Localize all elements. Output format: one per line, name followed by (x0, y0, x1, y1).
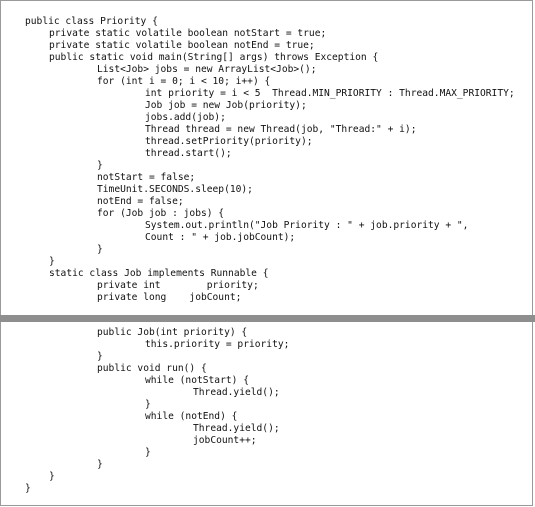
code-listing-top: public class Priority {private static vo… (0, 0, 533, 315)
code-line: for (Job job : jobs) { (97, 208, 225, 219)
code-line: Thread.yield(); (193, 387, 280, 398)
code-line: this.priority = priority; (145, 339, 290, 350)
code-line: static class Job implements Runnable { (49, 268, 269, 279)
code-line: public Job(int priority) { (97, 327, 248, 338)
code-line: for (int i = 0; i < 10; i++) { (97, 76, 271, 87)
code-line: private long jobCount; (97, 292, 242, 303)
code-line: Job job = new Job(priority); (145, 100, 307, 111)
code-line: TimeUnit.SECONDS.sleep(10); (97, 184, 253, 195)
code-line: int priority = i < 5 Thread.MIN_PRIORITY… (145, 88, 515, 99)
code-line: jobCount++; (193, 435, 257, 446)
code-line: thread.start(); (145, 148, 232, 159)
code-line: } (49, 471, 55, 482)
code-line: while (notEnd) { (145, 411, 238, 422)
code-line: notStart = false; (97, 172, 196, 183)
code-line: private static volatile boolean notEnd =… (49, 40, 315, 51)
code-listing-bottom: public Job(int priority) {this.priority … (0, 322, 533, 506)
code-line: Thread.yield(); (193, 423, 280, 434)
code-line: public void run() { (97, 363, 207, 374)
code-line: } (145, 399, 151, 410)
code-line: thread.setPriority(priority); (145, 136, 313, 147)
code-line: public static void main(String[] args) t… (49, 52, 379, 63)
code-line: } (97, 351, 103, 362)
page-break-separator (0, 315, 535, 322)
code-line: public class Priority { (25, 16, 158, 27)
code-line: } (25, 483, 31, 494)
code-line: } (97, 160, 103, 171)
code-line: notEnd = false; (97, 196, 184, 207)
code-line: Count : " + job.jobCount); (145, 232, 296, 243)
code-line: } (97, 459, 103, 470)
code-line: Thread thread = new Thread(job, "Thread:… (145, 124, 417, 135)
code-line: } (145, 447, 151, 458)
code-line: } (97, 244, 103, 255)
code-line: jobs.add(job); (145, 112, 226, 123)
code-line: while (notStart) { (145, 375, 249, 386)
code-line: private static volatile boolean notStart… (49, 28, 327, 39)
code-line: System.out.println("Job Priority : " + j… (145, 220, 469, 231)
code-line: List<Job> jobs = new ArrayList<Job>(); (97, 64, 317, 75)
code-line: } (49, 256, 55, 267)
code-line: private int priority; (97, 280, 259, 291)
